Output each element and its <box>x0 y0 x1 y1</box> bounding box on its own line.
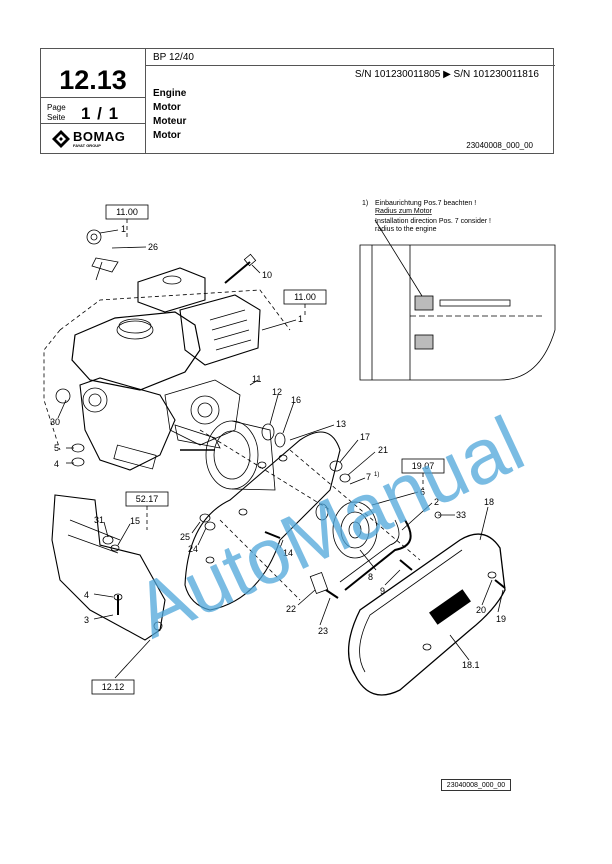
logo-group: FAYAT GROUP <box>73 143 101 148</box>
callout-20: 20 <box>476 605 486 615</box>
serial-range: S/N 101230011805 ▶ S/N 101230011816 <box>354 69 539 80</box>
title-en: Engine <box>153 88 187 99</box>
dashed-guides <box>43 219 424 601</box>
fasteners <box>55 388 506 615</box>
callout-1b: 1 <box>298 314 303 324</box>
clutch-drum <box>180 420 276 491</box>
callout-26: 26 <box>148 242 158 252</box>
callout-2: 2 <box>434 497 439 507</box>
callout-3: 3 <box>84 615 89 625</box>
page-value: 1 / 1 <box>81 104 120 123</box>
title-fr: Moteur <box>153 116 187 127</box>
part-1-and-26 <box>86 229 119 281</box>
belt-guard-18 <box>347 533 506 696</box>
svg-text:1): 1) <box>362 200 368 207</box>
callout-21: 21 <box>378 445 388 455</box>
logo-brand: BOMAG <box>73 129 126 144</box>
bomag-diamond-icon <box>52 130 70 148</box>
callout-31: 31 <box>94 515 104 525</box>
svg-text:11.00: 11.00 <box>294 292 316 302</box>
bomag-logo: BOMAG FAYAT GROUP <box>49 127 139 151</box>
ref-box-1907: 19.07 <box>401 458 445 474</box>
callout-12: 12 <box>272 387 282 397</box>
leader-lines <box>57 229 504 679</box>
callout-17: 17 <box>360 432 370 442</box>
svg-text:11.00: 11.00 <box>116 207 138 217</box>
ref-box-1100-top: 11.00 <box>105 204 149 220</box>
callout-22: 22 <box>286 604 296 614</box>
footer-doc-id: 23040008_000_00 <box>441 779 511 791</box>
callout-13: 13 <box>336 419 346 429</box>
v-belt-2 <box>339 519 412 591</box>
svg-text:52.17: 52.17 <box>136 494 159 504</box>
callout-4: 4 <box>54 459 59 469</box>
callout-4b: 4 <box>84 590 89 600</box>
svg-text:19.07: 19.07 <box>412 461 435 471</box>
seite-label: Seite <box>47 113 66 122</box>
callout-9: 9 <box>380 586 385 596</box>
callout-30: 30 <box>50 417 60 427</box>
section-titles: Engine Motor Moteur Motor <box>153 87 186 143</box>
callout-23: 23 <box>318 626 328 636</box>
page-label: Page <box>47 103 66 112</box>
bolt-10 <box>224 253 257 284</box>
callout-33: 33 <box>456 510 466 520</box>
callout-5: 5 <box>54 443 59 453</box>
callout-16: 16 <box>291 395 301 405</box>
callout-14: 14 <box>283 548 293 558</box>
callout-18: 18 <box>484 497 494 507</box>
callout-8: 8 <box>368 572 373 582</box>
ref-box-5217: 52.17 <box>125 491 169 507</box>
callout-6: 6 <box>420 487 425 497</box>
frame-bracket <box>51 494 166 641</box>
callout-1: 1 <box>121 224 126 234</box>
installation-note: 1) Einbaurichtung Pos.7 beachten ! Radiu… <box>362 200 491 233</box>
title-de: Motor <box>153 102 181 113</box>
callout-numbers: 1 26 10 1 11 12 16 13 17 21 7 1) 6 2 33 … <box>50 224 506 670</box>
ref-box-1100-right: 11.00 <box>283 289 327 305</box>
model-name: BP 12/40 <box>153 52 194 63</box>
callout-24: 24 <box>188 544 198 554</box>
engine-assembly <box>71 267 261 471</box>
title-nl: Motor <box>153 130 181 141</box>
page-number: 12.13 <box>59 65 127 95</box>
callout-10: 10 <box>262 270 272 280</box>
callout-15: 15 <box>130 516 140 526</box>
callout-7: 7 <box>366 472 371 482</box>
detail-inset <box>359 219 556 381</box>
doc-id: 23040008_000_00 <box>466 141 533 150</box>
belt-plate <box>184 431 341 611</box>
pulley-6 <box>315 501 378 559</box>
callout-18-1: 18.1 <box>462 660 480 670</box>
svg-text:radius to the engine: radius to the engine <box>375 226 437 233</box>
header-table: 12.13 Page Seite 1 / 1 BP 12/40 S/N 1012… <box>40 48 555 154</box>
callout-7-sup: 1) <box>374 472 379 478</box>
svg-text:Einbaurichtung Pos.7 beachten: Einbaurichtung Pos.7 beachten ! <box>375 200 476 207</box>
callout-11: 11 <box>252 374 261 384</box>
callout-25: 25 <box>180 532 190 542</box>
svg-text:Installation direction Pos. 7: Installation direction Pos. 7 consider ! <box>375 218 491 225</box>
svg-text:Radius zum Motor: Radius zum Motor <box>375 208 432 215</box>
part-12-16 <box>261 423 286 448</box>
callout-19: 19 <box>496 614 506 624</box>
svg-text:12.12: 12.12 <box>102 682 125 692</box>
ref-box-1212: 12.12 <box>91 679 135 695</box>
